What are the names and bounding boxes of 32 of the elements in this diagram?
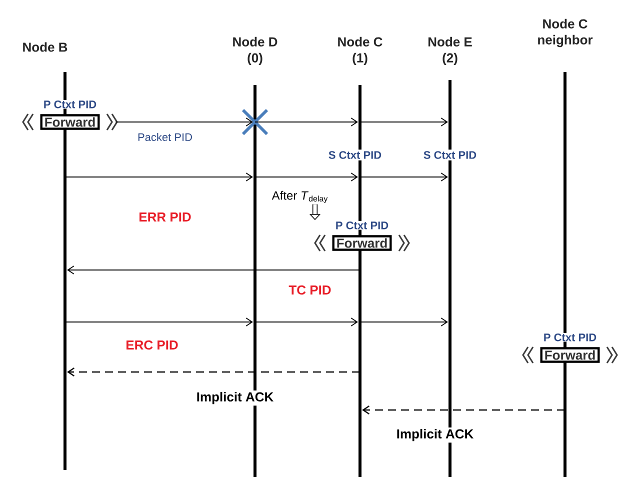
edge-label: Implicit ACK [194,390,276,406]
edge-label: ERR PID [137,211,193,223]
arrow [254,118,358,126]
lifeline-header: Node B [23,42,68,52]
box-heading: P Ctxt PID [42,100,98,109]
lifeline-header: Node E (2) [428,36,472,66]
edge-label: TC PID [287,284,333,296]
box-heading: P Ctxt PID [334,221,390,230]
box-heading: P Ctxt PID [542,333,598,342]
arrow [67,367,360,377]
delay-note: After T$_{delay}$ [272,190,328,204]
arrow [360,118,448,126]
arrow [64,172,253,182]
forward-box: Forward [314,234,410,252]
arrow [362,405,565,415]
forward-box: Forward [22,113,118,131]
state-label: S Ctxt PID [326,150,384,160]
state-label: S Ctxt PID [422,150,478,160]
arrow [115,118,253,126]
lifeline-header: Node C neighbor [538,18,593,48]
forward-box: Forward [522,346,618,364]
lifeline-header: Node C (1) [338,36,382,66]
lifeline-header: Node D (0) [233,36,278,66]
arrow [254,318,358,326]
edge-label: ERC PID [124,338,180,352]
arrow [64,318,253,326]
arrow [254,172,358,182]
arrow [67,266,360,274]
edge-label: Implicit ACK [394,427,476,443]
arrow [360,318,448,326]
edge-label: Packet PID [136,131,194,143]
arrow [360,172,448,182]
